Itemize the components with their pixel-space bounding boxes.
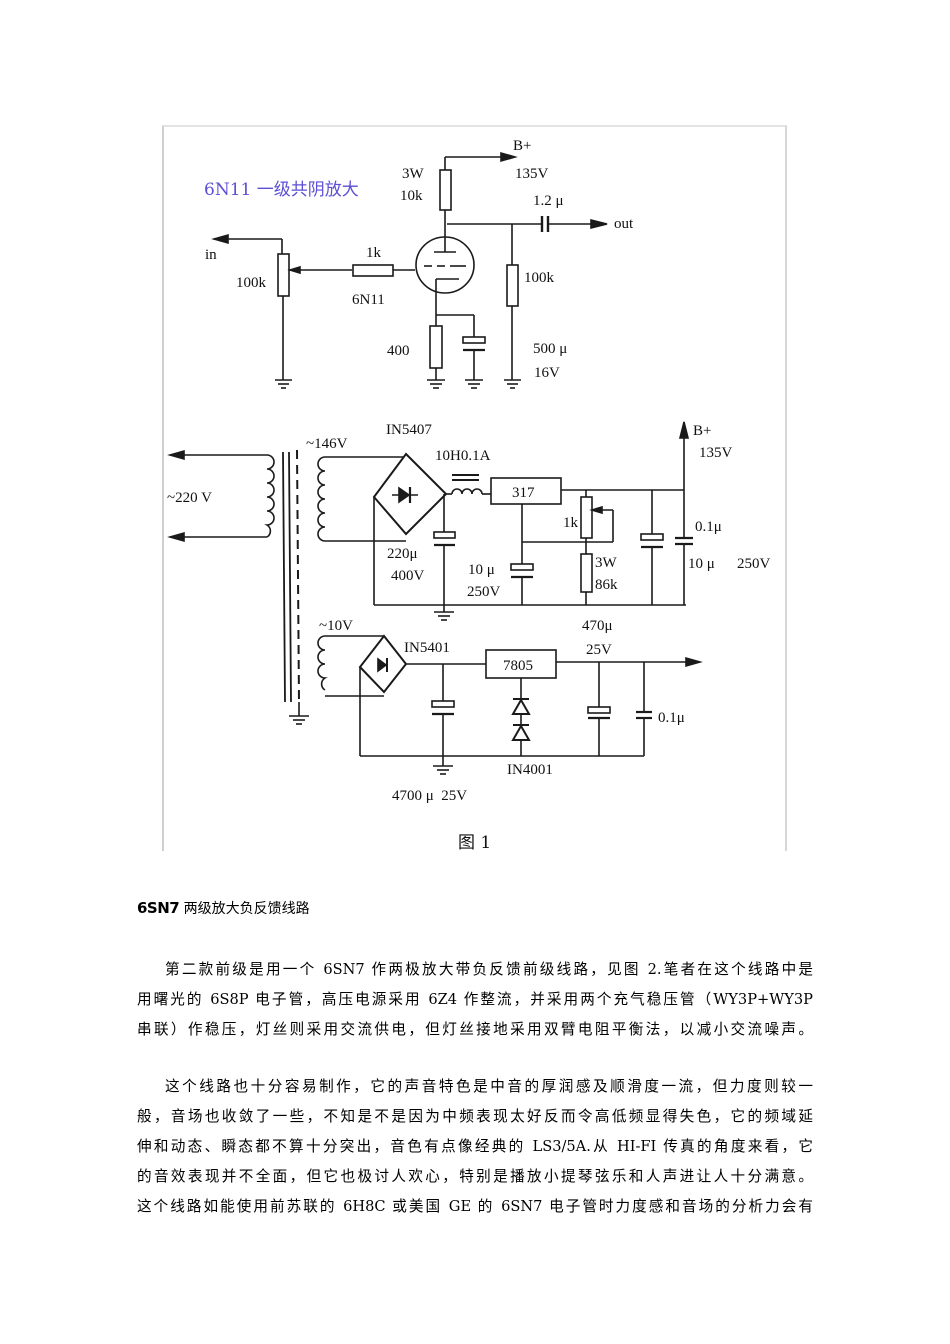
paragraph-1: 第二款前级是用一个 6SN7 作两极放大带负反馈前级线路，见图 2.笔者在这个线… — [137, 955, 813, 1045]
output-label: out — [614, 216, 634, 232]
plate-resistor — [439, 169, 452, 211]
output-arrow-icon — [590, 218, 608, 230]
lv-input-capacitor — [431, 700, 455, 716]
lv-input-cap-label: 4700 μ 25V — [392, 788, 467, 804]
section-heading: 6SN7 两级放大负反馈线路 — [137, 898, 310, 918]
hv-secondary-voltage: ~146V — [306, 436, 348, 452]
lv-secondary-winding-icon — [317, 635, 328, 691]
lv-output-capacitor — [587, 706, 611, 720]
ground-icon — [433, 765, 453, 775]
primary-winding-icon — [264, 454, 275, 538]
adj-potentiometer — [580, 496, 593, 539]
adj-capacitor — [510, 563, 534, 579]
hv-filter-cap-voltage: 400V — [391, 568, 425, 584]
paragraph-line: 般，音场也收敛了一些，不知是不是因为中频表现太好反而令高低频显得失色，它的频域延 — [137, 1108, 813, 1125]
hv-bplus-label: B+ — [693, 423, 711, 439]
ground-icon — [275, 379, 292, 389]
coupling-cap-value: 1.2 μ — [533, 193, 564, 209]
mains-arrow-icon — [167, 531, 185, 543]
lm7805-regulator — [485, 649, 557, 679]
hv-secondary-winding-icon — [317, 456, 326, 542]
cathode-resistor — [429, 325, 443, 369]
lv-rectifier-label: IN5401 — [404, 640, 450, 656]
paragraph-line: 的音效表现并不全面，但它也极讨人欢心，特别是播放小提琴弦乐和人声进让人十分满意。 — [137, 1168, 813, 1185]
hv-output-electrolytic-capacitor — [640, 533, 664, 549]
amp-title: 6N11 一级共阴放大 — [204, 180, 359, 200]
paragraph-2: 这个线路也十分容易制作，它的声音特色是中音的厚润感及顺滑度一流，但力度则较一 般… — [137, 1072, 813, 1222]
ground-icon — [465, 379, 483, 389]
plate-resistor-value: 10k — [400, 188, 423, 204]
heading-title: 两级放大负反馈线路 — [179, 901, 310, 917]
paragraph-line: 用曙光的 6S8P 电子管，高压电源采用 6Z4 作整流，并采用两个充气稳压管（… — [137, 991, 813, 1008]
paragraph-line: 这个线路如能使用前苏联的 6H8C 或美国 GE 的 6SN7 电子管时力度感和… — [137, 1198, 813, 1215]
hv-output-film-capacitor — [675, 536, 693, 546]
hv-filter-cap-value: 220μ — [387, 546, 418, 562]
lv-bypass-capacitor — [636, 710, 652, 720]
paragraph-line: 第二款前级是用一个 6SN7 作两极放大带负反馈前级线路，见图 2.笔者在这个线… — [165, 961, 813, 978]
hv-out-cap-value: 10 μ — [688, 556, 715, 572]
lv-out-cap-voltage: 25V — [586, 642, 612, 658]
cathode-cap-value: 500 μ — [533, 341, 567, 357]
lm7805-label: 7805 — [503, 658, 533, 674]
input-label: in — [205, 247, 217, 263]
adj-resistor-value: 86k — [595, 577, 618, 593]
cathode-capacitor — [462, 336, 486, 352]
input-arrow-icon — [211, 233, 283, 254]
paragraph-line: 这个线路也十分容易制作，它的声音特色是中音的厚润感及顺滑度一流，但力度则较一 — [165, 1078, 813, 1095]
hv-bplus-arrow-icon — [678, 421, 690, 439]
lv-bypass-cap-value: 0.1μ — [658, 710, 685, 726]
adj-resistor — [580, 553, 593, 593]
input-potentiometer — [277, 253, 290, 297]
choke-inductor-icon — [451, 488, 483, 495]
figure-caption: 图 1 — [458, 833, 491, 853]
paragraph-line: 串联）作稳压，灯丝则采用交流供电，但灯丝接地采用双臂电阻平衡法，以减小交流噪声。 — [137, 1021, 813, 1038]
adj-cap-voltage: 250V — [467, 584, 501, 600]
load-resistor — [506, 264, 519, 307]
tube-label: 6N11 — [352, 292, 385, 308]
hv-out-cap-small: 0.1μ — [695, 519, 722, 535]
lv-out-cap-value: 470μ — [582, 618, 613, 634]
coupling-capacitor — [540, 216, 550, 232]
choke-label: 10H0.1A — [435, 448, 491, 464]
adj-cap-value: 10 μ — [468, 562, 495, 578]
diode-stack-icon — [511, 697, 531, 741]
lv-secondary-voltage: ~10V — [319, 618, 353, 634]
lv-bridge-rectifier-icon — [358, 634, 408, 694]
ground-icon — [434, 611, 454, 621]
hv-filter-capacitor — [433, 531, 456, 547]
hv-out-cap-voltage: 250V — [737, 556, 771, 572]
schematic-figure: 6N11 一级共阴放大 in 100k 1k 6N11 3W 10k B+ 13… — [162, 125, 787, 853]
cathode-cap-voltage: 16V — [534, 365, 560, 381]
mains-arrow-icon — [167, 449, 185, 461]
bridge-rectifier-icon — [372, 452, 448, 536]
cathode-resistor-value: 400 — [387, 343, 410, 359]
hv-rectifier-label: IN5407 — [386, 422, 432, 438]
ground-icon — [504, 379, 521, 389]
ground-icon — [427, 379, 445, 389]
vacuum-tube-icon — [415, 236, 475, 294]
adj-resistor-power: 3W — [595, 555, 618, 571]
load-resistor-value: 100k — [524, 270, 555, 286]
adj-pot-value: 1k — [563, 515, 579, 531]
grid-resistor — [352, 264, 394, 277]
plate-resistor-power: 3W — [402, 166, 425, 182]
lm317-label: 317 — [512, 485, 535, 501]
amp-bplus-voltage: 135V — [515, 166, 549, 182]
heading-model: 6SN7 — [137, 899, 180, 917]
paragraph-line: 伸和动态、瞬态都不算十分突出，音色有点像经典的 LS3/5A.从 HI-FI 传… — [137, 1138, 813, 1155]
lm317-regulator — [490, 477, 562, 505]
transformer-core-icon — [282, 449, 309, 725]
bplus-arrow-icon — [500, 151, 518, 163]
lv-output-arrow-icon — [685, 656, 703, 668]
diodes-label: IN4001 — [507, 762, 553, 778]
hv-bplus-voltage: 135V — [699, 445, 733, 461]
mains-voltage: ~220 V — [167, 490, 212, 506]
circuit-diagram: 6N11 一级共阴放大 in 100k 1k 6N11 3W 10k B+ 13… — [167, 138, 771, 853]
amp-bplus-label: B+ — [513, 138, 531, 154]
pot-value: 100k — [236, 275, 267, 291]
grid-resistor-value: 1k — [366, 245, 382, 261]
